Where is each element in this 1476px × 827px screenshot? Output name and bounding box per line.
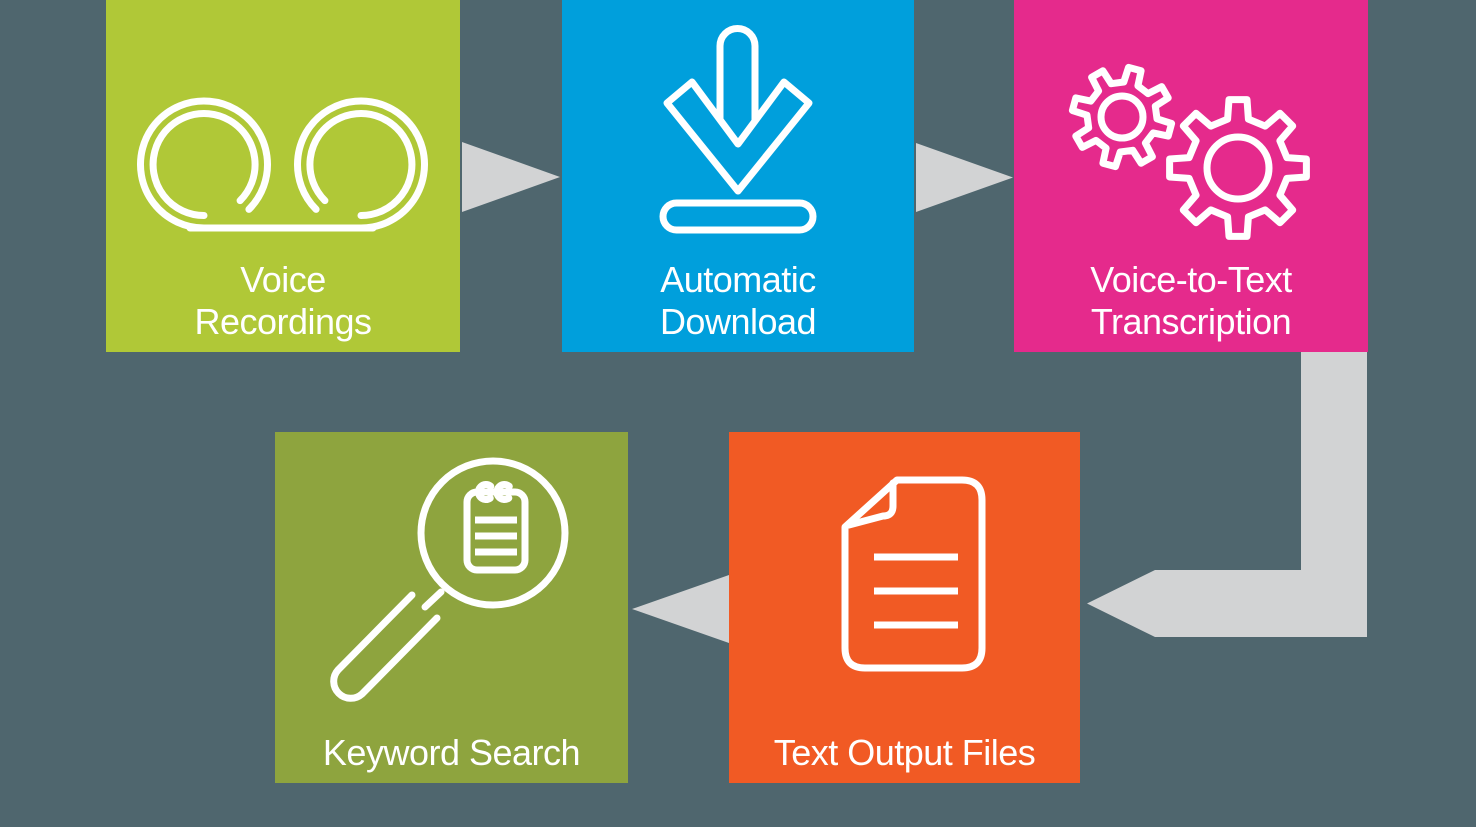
magnifier-lens xyxy=(417,457,569,609)
step-text-output-files: Text Output Files xyxy=(729,432,1080,783)
voicemail-icon xyxy=(137,97,428,232)
document-icon xyxy=(841,476,986,672)
document-outline xyxy=(841,476,986,672)
download-tray-bar xyxy=(659,199,817,234)
download-arrow-stem xyxy=(716,25,759,153)
arrow-voice-to-download xyxy=(462,142,560,212)
notepad-spiral-hook xyxy=(493,481,513,503)
voicemail-left-inner-reel xyxy=(149,110,259,219)
gear-large xyxy=(1166,96,1310,240)
step-label: Automatic Download xyxy=(562,259,914,343)
step-label-line: Voice xyxy=(240,259,326,300)
step-label-line: Transcription xyxy=(1090,301,1292,342)
step-label: Voice Recordings xyxy=(106,259,460,343)
step-label-line: Download xyxy=(659,301,817,342)
download-icon xyxy=(659,25,817,234)
magnifier-document-icon xyxy=(330,457,569,702)
arrow-output-to-search xyxy=(632,575,729,643)
step-label-line: Voice-to-Text xyxy=(1090,259,1292,300)
step-label-line: Recordings xyxy=(194,301,372,342)
arrow-download-to-transcription xyxy=(916,143,1013,212)
step-label: Voice-to-Text Transcription xyxy=(1014,259,1368,343)
notepad-outline xyxy=(463,488,529,574)
voicemail-left-outer-reel xyxy=(137,97,271,232)
step-keyword-search: Keyword Search xyxy=(275,432,628,783)
arrow-group xyxy=(462,142,1367,643)
gear-small-hole xyxy=(1097,92,1147,142)
step-label-line: Keyword Search xyxy=(322,732,581,773)
step-label-line: Automatic xyxy=(660,259,816,300)
document-folded-corner xyxy=(845,479,897,529)
gear-large-hole xyxy=(1203,133,1273,203)
arrow-transcription-to-output xyxy=(1087,352,1367,637)
step-automatic-download: Automatic Download xyxy=(562,0,914,352)
step-voice-to-text-transcription: Voice-to-Text Transcription xyxy=(1014,0,1368,352)
gear-small xyxy=(1068,63,1176,171)
step-label-line: Text Output Files xyxy=(773,732,1036,773)
gears-icon xyxy=(1068,63,1310,240)
magnifier-handle-joint xyxy=(421,588,445,611)
step-label: Text Output Files xyxy=(729,732,1080,774)
magnifier-handle xyxy=(330,591,441,702)
notepad-spiral-hook xyxy=(474,481,495,503)
voicemail-right-inner-reel xyxy=(306,110,416,219)
step-label: Keyword Search xyxy=(275,732,628,774)
download-arrow-head xyxy=(663,78,813,195)
voicemail-right-outer-reel xyxy=(294,97,428,232)
step-voice-recordings: Voice Recordings xyxy=(106,0,460,352)
